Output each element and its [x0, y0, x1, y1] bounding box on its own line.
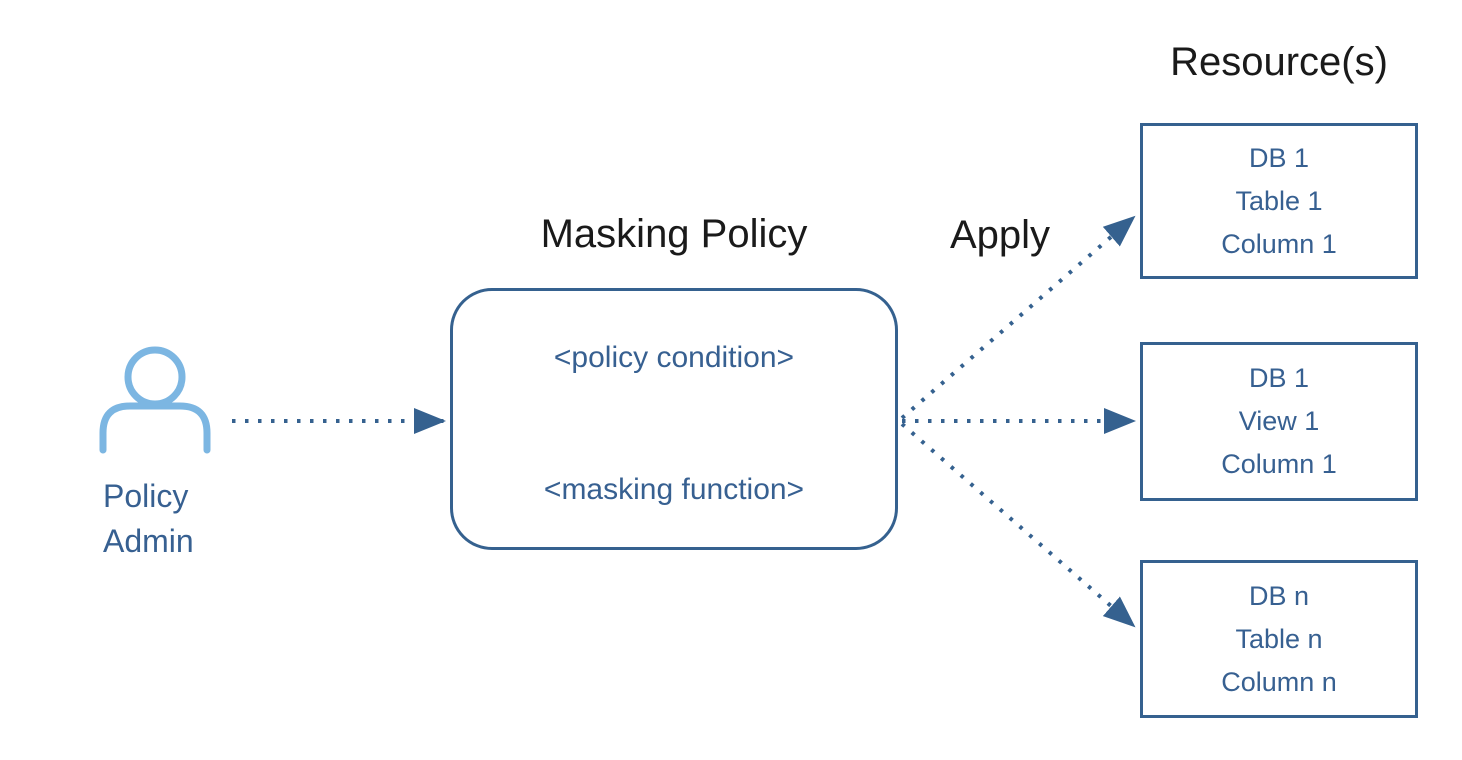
masking-policy-box [450, 288, 898, 550]
person-icon [99, 346, 211, 454]
resource-line: Column 1 [1221, 228, 1337, 259]
policy-admin-label-line1: Policy [103, 478, 189, 514]
resource-line: DB 1 [1248, 142, 1310, 173]
resource-line: Column 1 [1221, 449, 1337, 479]
resource-box-db1-view1: DB 1 View 1 Column 1 [1140, 342, 1418, 501]
resource-line: Table 1 [1235, 185, 1323, 216]
person-shoulders-shape [99, 402, 211, 454]
resource-line: Table n [1235, 623, 1323, 654]
policy-admin-label-line2: Admin [103, 523, 194, 559]
policy-condition-text: <policy condition> [553, 341, 795, 374]
resource-line: DB 1 [1248, 363, 1310, 393]
resource-line: View 1 [1238, 406, 1320, 436]
resource-line: DB n [1248, 580, 1310, 611]
resource-line: Column n [1221, 666, 1337, 697]
person-head-shape [124, 346, 186, 408]
arrow-apply-to-resource-3 [900, 422, 1136, 628]
policy-admin-label: Policy Admin [103, 474, 263, 564]
masking-policy-title: Masking Policy [540, 212, 808, 256]
resource-box-dbn-tablen: DB n Table n Column n [1140, 560, 1418, 718]
masking-function-text: <masking function> [543, 473, 805, 506]
resources-heading: Resource(s) [1170, 40, 1388, 84]
apply-label: Apply [949, 213, 1051, 257]
resource-box-db1-table1: DB 1 Table 1 Column 1 [1140, 123, 1418, 279]
